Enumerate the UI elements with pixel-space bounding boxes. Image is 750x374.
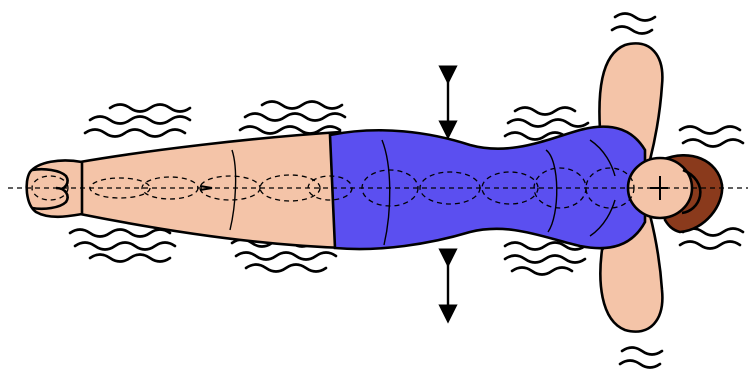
illustration-canvas	[0, 0, 750, 374]
floating-body-illustration	[0, 0, 750, 374]
